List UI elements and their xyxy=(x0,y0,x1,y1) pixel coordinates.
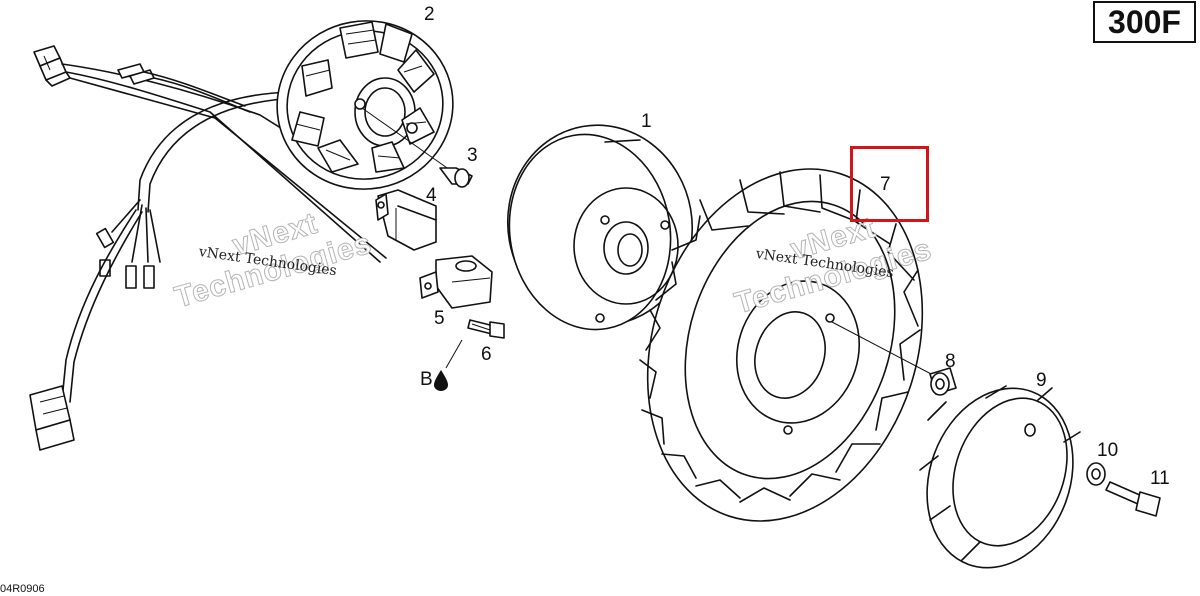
callout-note-b: B xyxy=(420,369,433,390)
callout-part-3: 3 xyxy=(467,145,478,166)
drawing-reference-code: 04R0906 xyxy=(0,583,45,595)
callout-part-9: 9 xyxy=(1036,370,1047,391)
callout-part-8: 8 xyxy=(945,351,956,372)
washer xyxy=(1086,462,1106,486)
callout-part-4: 4 xyxy=(426,185,437,206)
callout-part-1: 1 xyxy=(641,111,652,132)
callout-part-6: 6 xyxy=(481,344,492,365)
stator-screw xyxy=(439,167,473,188)
bolt xyxy=(1105,481,1161,517)
model-code: 300F xyxy=(1108,3,1181,40)
spacer-sleeve xyxy=(929,367,957,396)
droplet-icon xyxy=(434,370,448,391)
callout-part-11: 11 xyxy=(1150,468,1170,489)
model-code-box: 300F xyxy=(1093,1,1196,43)
cooling-fan xyxy=(639,168,936,522)
sensor-screw xyxy=(445,319,505,369)
stator-assembly xyxy=(276,20,454,190)
flywheel-rotor xyxy=(506,124,694,331)
sensor-lower xyxy=(419,255,493,309)
wiring-harness xyxy=(29,45,387,451)
callout-part-5: 5 xyxy=(434,308,445,329)
sensor-upper xyxy=(375,189,437,251)
starter-cup xyxy=(919,385,1081,569)
callout-part-2: 2 xyxy=(424,4,435,25)
callout-part-7: 7 xyxy=(880,174,891,195)
highlight-box-part-7 xyxy=(850,146,929,222)
callout-part-10: 10 xyxy=(1097,440,1119,461)
